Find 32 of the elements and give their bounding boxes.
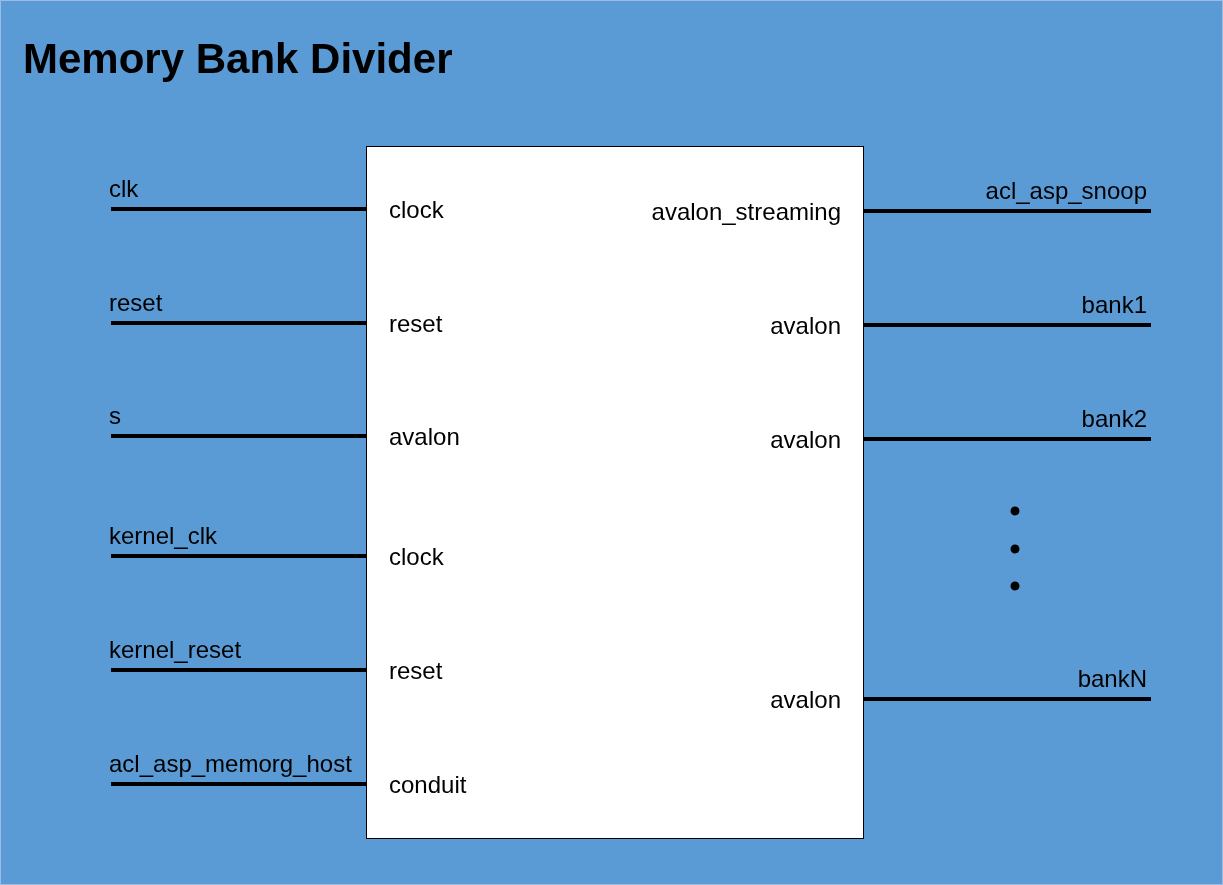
port-label: clock — [389, 195, 444, 225]
title: Memory Bank Divider — [23, 34, 453, 84]
signal-line — [111, 782, 366, 786]
module-box — [366, 146, 864, 839]
port-label: conduit — [389, 770, 467, 800]
signal-line — [864, 323, 1151, 327]
port-label: avalon — [770, 311, 841, 341]
signal-line — [111, 434, 366, 438]
signal-name: kernel_clk — [109, 521, 357, 551]
signal-name: bank1 — [1081, 290, 1147, 320]
port-label: clock — [389, 542, 444, 572]
port-label: avalon — [389, 422, 460, 452]
signal-line — [111, 554, 366, 558]
signal-name: s — [109, 401, 357, 431]
signal-line — [864, 209, 1151, 213]
signal-name: clk — [109, 174, 357, 204]
signal-line — [864, 697, 1151, 701]
signal-name: acl_asp_memorg_host — [109, 749, 357, 779]
signal-name: bank2 — [1081, 404, 1147, 434]
signal-name: reset — [109, 288, 357, 318]
signal-name: kernel_reset — [109, 635, 357, 665]
port-label: reset — [389, 656, 443, 686]
signal-name: acl_asp_snoop — [985, 176, 1147, 206]
port-label: avalon — [770, 425, 841, 455]
port-label: avalon — [770, 685, 841, 715]
signal-line — [864, 437, 1151, 441]
signal-line — [111, 321, 366, 325]
port-label: reset — [389, 309, 443, 339]
signal-line — [111, 668, 366, 672]
signal-line — [111, 207, 366, 211]
signal-name: bankN — [1077, 664, 1147, 694]
port-label: avalon_streaming — [651, 197, 841, 227]
